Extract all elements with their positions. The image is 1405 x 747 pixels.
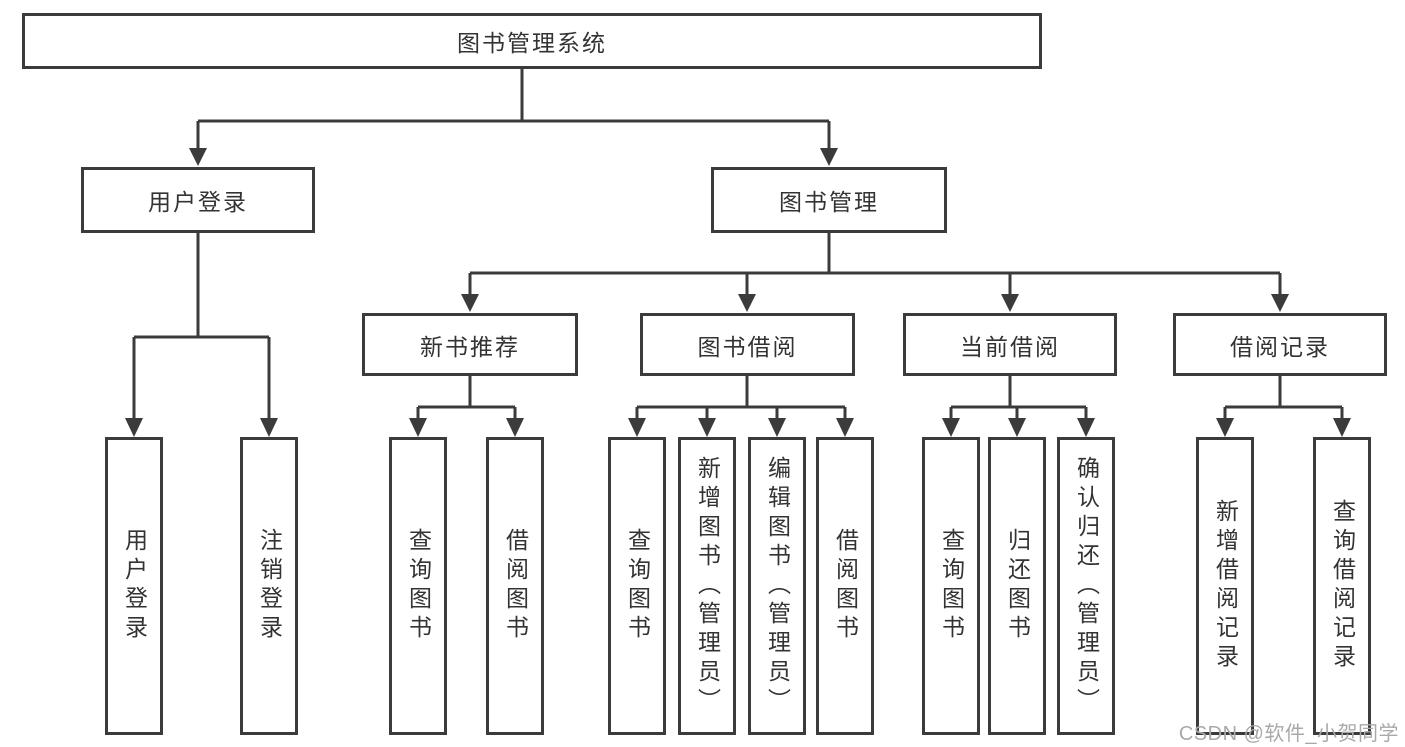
connector-current-borrow bbox=[942, 376, 1095, 437]
leaf-edit-book-admin-label: 编辑图书（管理员） bbox=[764, 455, 791, 717]
leaf-query-book-recommend: 查询图书 bbox=[389, 437, 447, 735]
node-borrow-records: 借阅记录 bbox=[1173, 313, 1387, 376]
leaf-borrow-book: 借阅图书 bbox=[816, 437, 874, 735]
leaf-query-book-borrow-label: 查询图书 bbox=[624, 528, 651, 644]
connector-book-management bbox=[461, 233, 1289, 312]
node-root-label: 图书管理系统 bbox=[457, 30, 607, 56]
leaf-query-borrow-record: 查询借阅记录 bbox=[1313, 437, 1371, 735]
leaf-add-book-admin-label: 新增图书（管理员） bbox=[694, 455, 721, 717]
node-user-login: 用户登录 bbox=[81, 167, 315, 233]
leaf-query-book-current: 查询图书 bbox=[922, 437, 980, 735]
connector-root bbox=[189, 69, 838, 166]
leaf-query-book-recommend-label: 查询图书 bbox=[405, 528, 432, 644]
node-book-borrow: 图书借阅 bbox=[640, 313, 855, 376]
node-book-management-label: 图书管理 bbox=[779, 189, 879, 215]
leaf-add-book-admin: 新增图书（管理员） bbox=[678, 437, 736, 735]
leaf-logout-label: 注销登录 bbox=[256, 528, 283, 644]
node-new-book-recommend-label: 新书推荐 bbox=[420, 333, 520, 360]
leaf-query-book-current-label: 查询图书 bbox=[938, 528, 965, 644]
leaf-borrow-book-recommend-label: 借阅图书 bbox=[502, 528, 529, 644]
leaf-return-book-label: 归还图书 bbox=[1004, 528, 1031, 644]
leaf-confirm-return-admin: 确认归还（管理员） bbox=[1057, 437, 1115, 735]
leaf-add-borrow-record-label: 新增借阅记录 bbox=[1212, 499, 1239, 673]
leaf-return-book: 归还图书 bbox=[988, 437, 1046, 735]
node-book-borrow-label: 图书借阅 bbox=[697, 333, 798, 360]
node-user-login-label: 用户登录 bbox=[148, 189, 248, 215]
node-borrow-records-label: 借阅记录 bbox=[1230, 333, 1330, 360]
connector-borrow-records bbox=[1216, 376, 1351, 437]
connector-new-book-recommend bbox=[409, 376, 524, 437]
leaf-query-borrow-record-label: 查询借阅记录 bbox=[1329, 499, 1356, 673]
node-current-borrow-label: 当前借阅 bbox=[960, 333, 1060, 360]
node-root: 图书管理系统 bbox=[22, 13, 1042, 69]
leaf-add-borrow-record: 新增借阅记录 bbox=[1196, 437, 1254, 735]
leaf-user-login: 用户登录 bbox=[105, 437, 163, 735]
node-book-management: 图书管理 bbox=[711, 167, 947, 233]
leaf-edit-book-admin: 编辑图书（管理员） bbox=[748, 437, 806, 735]
leaf-logout: 注销登录 bbox=[240, 437, 298, 735]
connector-book-borrow bbox=[628, 376, 854, 437]
connector-user-login bbox=[125, 233, 278, 437]
node-current-borrow: 当前借阅 bbox=[903, 313, 1117, 376]
leaf-user-login-label: 用户登录 bbox=[121, 528, 148, 644]
csdn-watermark: CSDN @软件_小贺同学 bbox=[1178, 723, 1399, 745]
leaf-confirm-return-admin-label: 确认归还（管理员） bbox=[1073, 455, 1100, 717]
leaf-borrow-book-label: 借阅图书 bbox=[832, 528, 859, 644]
leaf-borrow-book-recommend: 借阅图书 bbox=[486, 437, 544, 735]
leaf-query-book-borrow: 查询图书 bbox=[608, 437, 666, 735]
node-new-book-recommend: 新书推荐 bbox=[362, 313, 578, 376]
